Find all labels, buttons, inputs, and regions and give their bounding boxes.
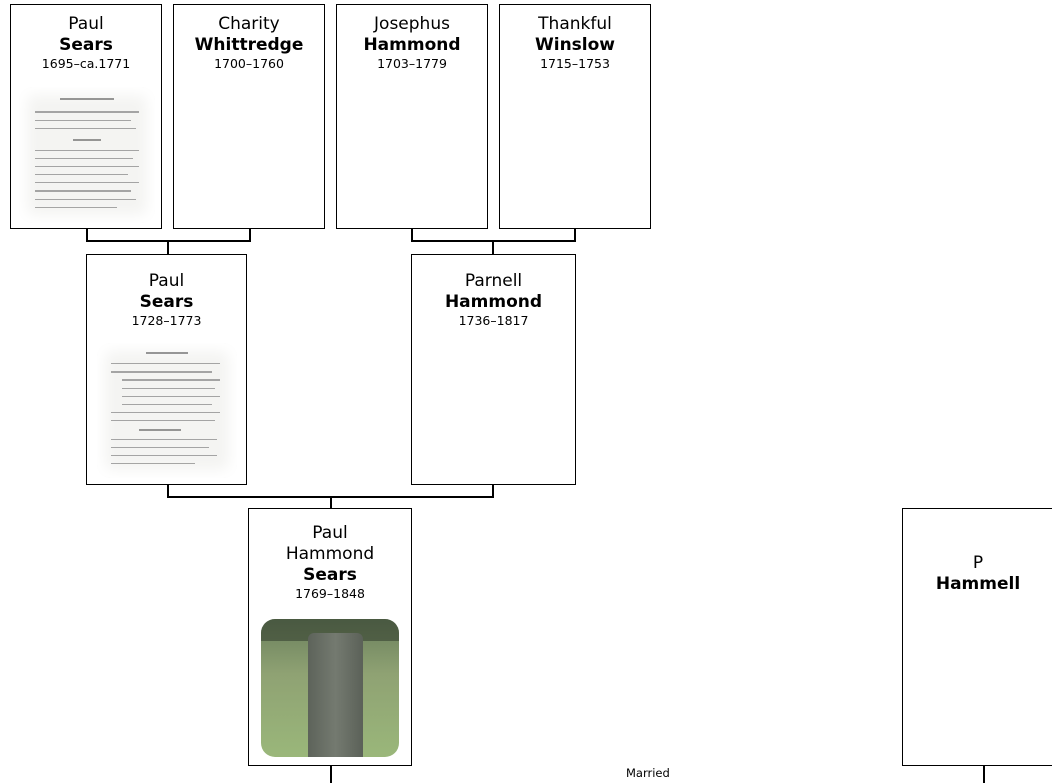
life-dates: 1728–1773 [131,313,202,328]
given-name: Paul [312,523,348,543]
person-card-paul-hammond-sears[interactable]: Paul Hammond Sears 1769–1848 [248,508,412,766]
person-card-paul-sears-1695[interactable]: Paul Sears 1695–ca.1771 [10,4,162,229]
person-card-charity-whittredge[interactable]: Charity Whittredge 1700–1760 [173,4,325,229]
connector-line [983,766,985,783]
surname: Hammond [444,292,543,312]
life-dates: 1700–1760 [214,56,284,71]
person-card-paul-sears-1728[interactable]: Paul Sears 1728–1773 [86,254,247,485]
life-dates: 1715–1753 [540,56,610,71]
given-name: Charity [218,14,280,34]
gravestone-photo-thumbnail[interactable] [261,619,399,757]
person-card-parnell-hammond[interactable]: Parnell Hammond 1736–1817 [411,254,576,485]
life-dates: 1695–ca.1771 [41,56,131,71]
person-card-p-hammell[interactable]: P Hammell [902,508,1052,766]
surname: Winslow [534,35,615,55]
connector-line [167,485,169,497]
connector-line [330,496,332,509]
connector-line [574,229,576,241]
given-name: Paul [68,14,104,34]
connector-line [411,240,576,242]
surname: Sears [139,292,194,312]
surname: Hammond [363,35,461,55]
connector-line [86,240,251,242]
connector-line [411,229,413,241]
connector-line [492,240,494,255]
surname: Hammell [935,574,1021,594]
life-dates: 1703–1779 [377,56,447,71]
person-card-thankful-winslow[interactable]: Thankful Winslow 1715–1753 [499,4,651,229]
life-dates: 1736–1817 [458,313,529,328]
document-photo-thumbnail[interactable] [19,87,155,223]
surname: Whittredge [194,35,304,55]
connector-line [86,229,88,241]
given-name: Josephus [374,14,450,34]
life-dates: 1769–1848 [295,586,365,601]
connector-line [249,229,251,241]
given-name: Paul [148,271,185,291]
person-card-josephus-hammond[interactable]: Josephus Hammond 1703–1779 [336,4,488,229]
connector-line [492,485,494,497]
surname: Sears [303,565,357,585]
connector-line [167,240,169,255]
given-name: Parnell [464,271,523,291]
married-label: Married [626,766,670,780]
document-photo-thumbnail[interactable] [97,343,237,478]
surname: Sears [59,35,113,55]
given-name: P [972,553,984,573]
connector-line [330,766,332,783]
given-name: Thankful [538,14,612,34]
middle-name: Hammond [285,544,375,564]
